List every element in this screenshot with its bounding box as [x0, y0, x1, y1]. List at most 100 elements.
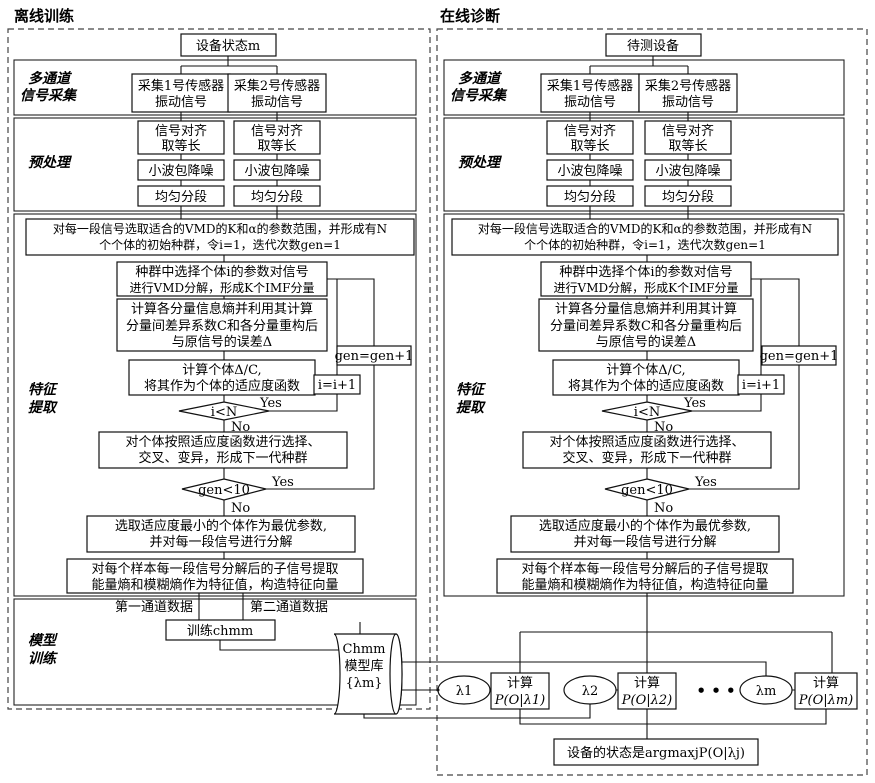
r-align1-text-2: 取等长 [570, 138, 609, 154]
sensor1-text-2: 振动信号 [155, 95, 207, 110]
r-denoise2-text: 小波包降噪 [655, 164, 720, 179]
section-label-acq-2: 信号采集 [20, 87, 78, 104]
r-segment2-text: 均匀分段 [662, 190, 714, 205]
lambdam-text: λm [756, 684, 777, 699]
evolve-text-1: 对个体按照适应度函数进行选择、 [125, 434, 320, 450]
segment2-text: 均匀分段 [251, 190, 303, 205]
cond-gen-text: gen<10 [198, 483, 250, 498]
ellipsis-dots: • • • [696, 682, 735, 700]
chmm-library-text-1: Chmm [343, 642, 386, 657]
r-section-label-feat-1: 特征 [456, 381, 487, 398]
select-individual-text-1: 种群中选择个体i的参数对信号 [135, 264, 308, 280]
r-feature-vector-text-2: 能量熵和模糊熵作为特征值，构造特征向量 [521, 577, 768, 593]
r-cond-gen-text: gen<10 [621, 483, 673, 498]
r-align2-text-2: 取等长 [668, 138, 707, 154]
r-sensor2-text-2: 振动信号 [662, 95, 714, 110]
cond-gen-yes: Yes [271, 475, 294, 490]
r-section-label-acq-2: 信号采集 [450, 87, 508, 104]
offline-column: 多通道 信号采集 预处理 特征 提取 模型 训练 设备状态m 采集1号传感器 振… [14, 34, 416, 714]
online-column: 多通道 信号采集 预处理 特征 提取 待测设备 采集1号传感器 振动信号 采集2… [438, 34, 857, 765]
r-section-label-pre: 预处理 [458, 154, 502, 171]
cond-gen-no: No [231, 501, 250, 516]
inc-gen-text: gen=gen+1 [335, 349, 414, 364]
segment1-text: 均匀分段 [155, 190, 207, 205]
r-section-label-acq-1: 多通道 [458, 70, 503, 87]
r-init-population-text-2: 个个体的初始种群，令i=1，迭代次数gen=1 [524, 237, 766, 252]
denoise1-text: 小波包降噪 [148, 164, 213, 179]
r-sensor2-text-1: 采集2号传感器 [645, 78, 731, 94]
calcm-label: 计算 [813, 676, 839, 691]
r-inc-gen-text: gen=gen+1 [760, 349, 839, 364]
align1-text-2: 取等长 [161, 138, 200, 154]
section-label-feat-2: 提取 [28, 399, 58, 416]
r-cond-i-text: i<N [634, 405, 660, 420]
r-section-label-feat-2: 提取 [456, 399, 486, 416]
r-evolve-text-1: 对个体按照适应度函数进行选择、 [549, 434, 744, 450]
r-sensor1-text-2: 振动信号 [564, 95, 616, 110]
section-label-acq-1: 多通道 [28, 70, 73, 87]
sensor2-text-1: 采集2号传感器 [234, 78, 320, 94]
chmm-library-text-3: {λm} [345, 676, 382, 691]
entropy-text-2: 分量间差异系数C和各分量重构后 [126, 318, 318, 334]
chmm-library-text-2: 模型库 [344, 658, 383, 674]
align2-text-2: 取等长 [257, 138, 296, 154]
calcm-formula: P(O|λm) [798, 693, 854, 708]
select-individual-text-2: 进行VMD分解，形成K个IMF分量 [130, 281, 315, 295]
lambda1-text: λ1 [456, 684, 473, 699]
r-inc-i-text: i=i+1 [742, 378, 780, 393]
section-label-model-1: 模型 [28, 632, 58, 649]
channel2-label: 第二通道数据 [250, 600, 328, 615]
r-select-individual-text-1: 种群中选择个体i的参数对信号 [559, 264, 732, 280]
channel1-label: 第一通道数据 [115, 600, 193, 615]
r-cond-i-yes: Yes [683, 396, 706, 411]
init-population-text-2: 个个体的初始种群，令i=1，迭代次数gen=1 [99, 237, 341, 252]
section-label-model-2: 训练 [28, 650, 58, 667]
r-fitness-text-2: 将其作为个体的适应度函数 [568, 378, 724, 394]
r-segment1-text: 均匀分段 [564, 190, 616, 205]
feature-vector-text-2: 能量熵和模糊熵作为特征值，构造特征向量 [91, 577, 338, 593]
r-init-population-text-1: 对每一段信号选取适合的VMD的K和α的参数范围，并形成有N [478, 221, 812, 236]
device-state-text: 设备状态m [196, 38, 260, 54]
r-align1-text-1: 信号对齐 [564, 123, 616, 139]
r-device-text: 待测设备 [627, 38, 679, 54]
calc2-label: 计算 [634, 676, 660, 691]
entropy-text-1: 计算各分量信息熵并利用其计算 [131, 301, 313, 317]
r-section-preprocess [444, 118, 844, 211]
r-sensor1-text-1: 采集1号传感器 [547, 78, 633, 94]
optimal-text-2: 并对每一段信号进行分解 [149, 534, 292, 550]
r-fitness-text-1: 计算个体Δ/C, [606, 363, 685, 378]
lambda2-text: λ2 [582, 684, 599, 699]
init-population-text-1: 对每一段信号选取适合的VMD的K和α的参数范围，并形成有N [53, 221, 387, 236]
r-feature-vector-text-1: 对每个样本每一段信号分解后的子信号提取 [521, 561, 768, 577]
calc1-label: 计算 [507, 676, 533, 691]
offline-title: 离线训练 [14, 7, 74, 25]
cond-i-text: i<N [211, 405, 237, 420]
section-label-feat-1: 特征 [28, 381, 59, 398]
r-cond-gen-yes: Yes [694, 475, 717, 490]
optimal-text-1: 选取适应度最小的个体作为最优参数, [115, 518, 327, 534]
r-optimal-text-2: 并对每一段信号进行分解 [573, 534, 716, 550]
train-chmm-text: 训练chmm [187, 624, 253, 639]
calc2-formula: P(O|λ2) [621, 693, 672, 708]
entropy-text-3: 与原信号的误差Δ [172, 334, 272, 350]
fitness-text-1: 计算个体Δ/C, [182, 363, 261, 378]
calc1-formula: P(O|λ1) [494, 693, 545, 708]
align2-text-1: 信号对齐 [251, 123, 303, 139]
align1-text-1: 信号对齐 [155, 123, 207, 139]
fitness-text-2: 将其作为个体的适应度函数 [144, 378, 300, 394]
r-select-individual-text-2: 进行VMD分解，形成K个IMF分量 [554, 281, 739, 295]
feature-vector-text-1: 对每个样本每一段信号分解后的子信号提取 [91, 561, 338, 577]
r-entropy-text-1: 计算各分量信息熵并利用其计算 [555, 301, 737, 317]
r-entropy-text-2: 分量间差异系数C和各分量重构后 [550, 318, 742, 334]
sensor1-text-1: 采集1号传感器 [138, 78, 224, 94]
r-evolve-text-2: 交叉、变异，形成下一代种群 [562, 450, 731, 466]
r-cond-gen-no: No [654, 501, 673, 516]
result-text: 设备的状态是argmaxjP(O|λj) [567, 745, 745, 761]
r-optimal-text-1: 选取适应度最小的个体作为最优参数, [539, 518, 751, 534]
sensor2-text-2: 振动信号 [251, 95, 303, 110]
online-title: 在线诊断 [440, 7, 500, 25]
evolve-text-2: 交叉、变异，形成下一代种群 [138, 450, 307, 466]
r-align2-text-1: 信号对齐 [662, 123, 714, 139]
section-label-pre: 预处理 [28, 154, 72, 171]
